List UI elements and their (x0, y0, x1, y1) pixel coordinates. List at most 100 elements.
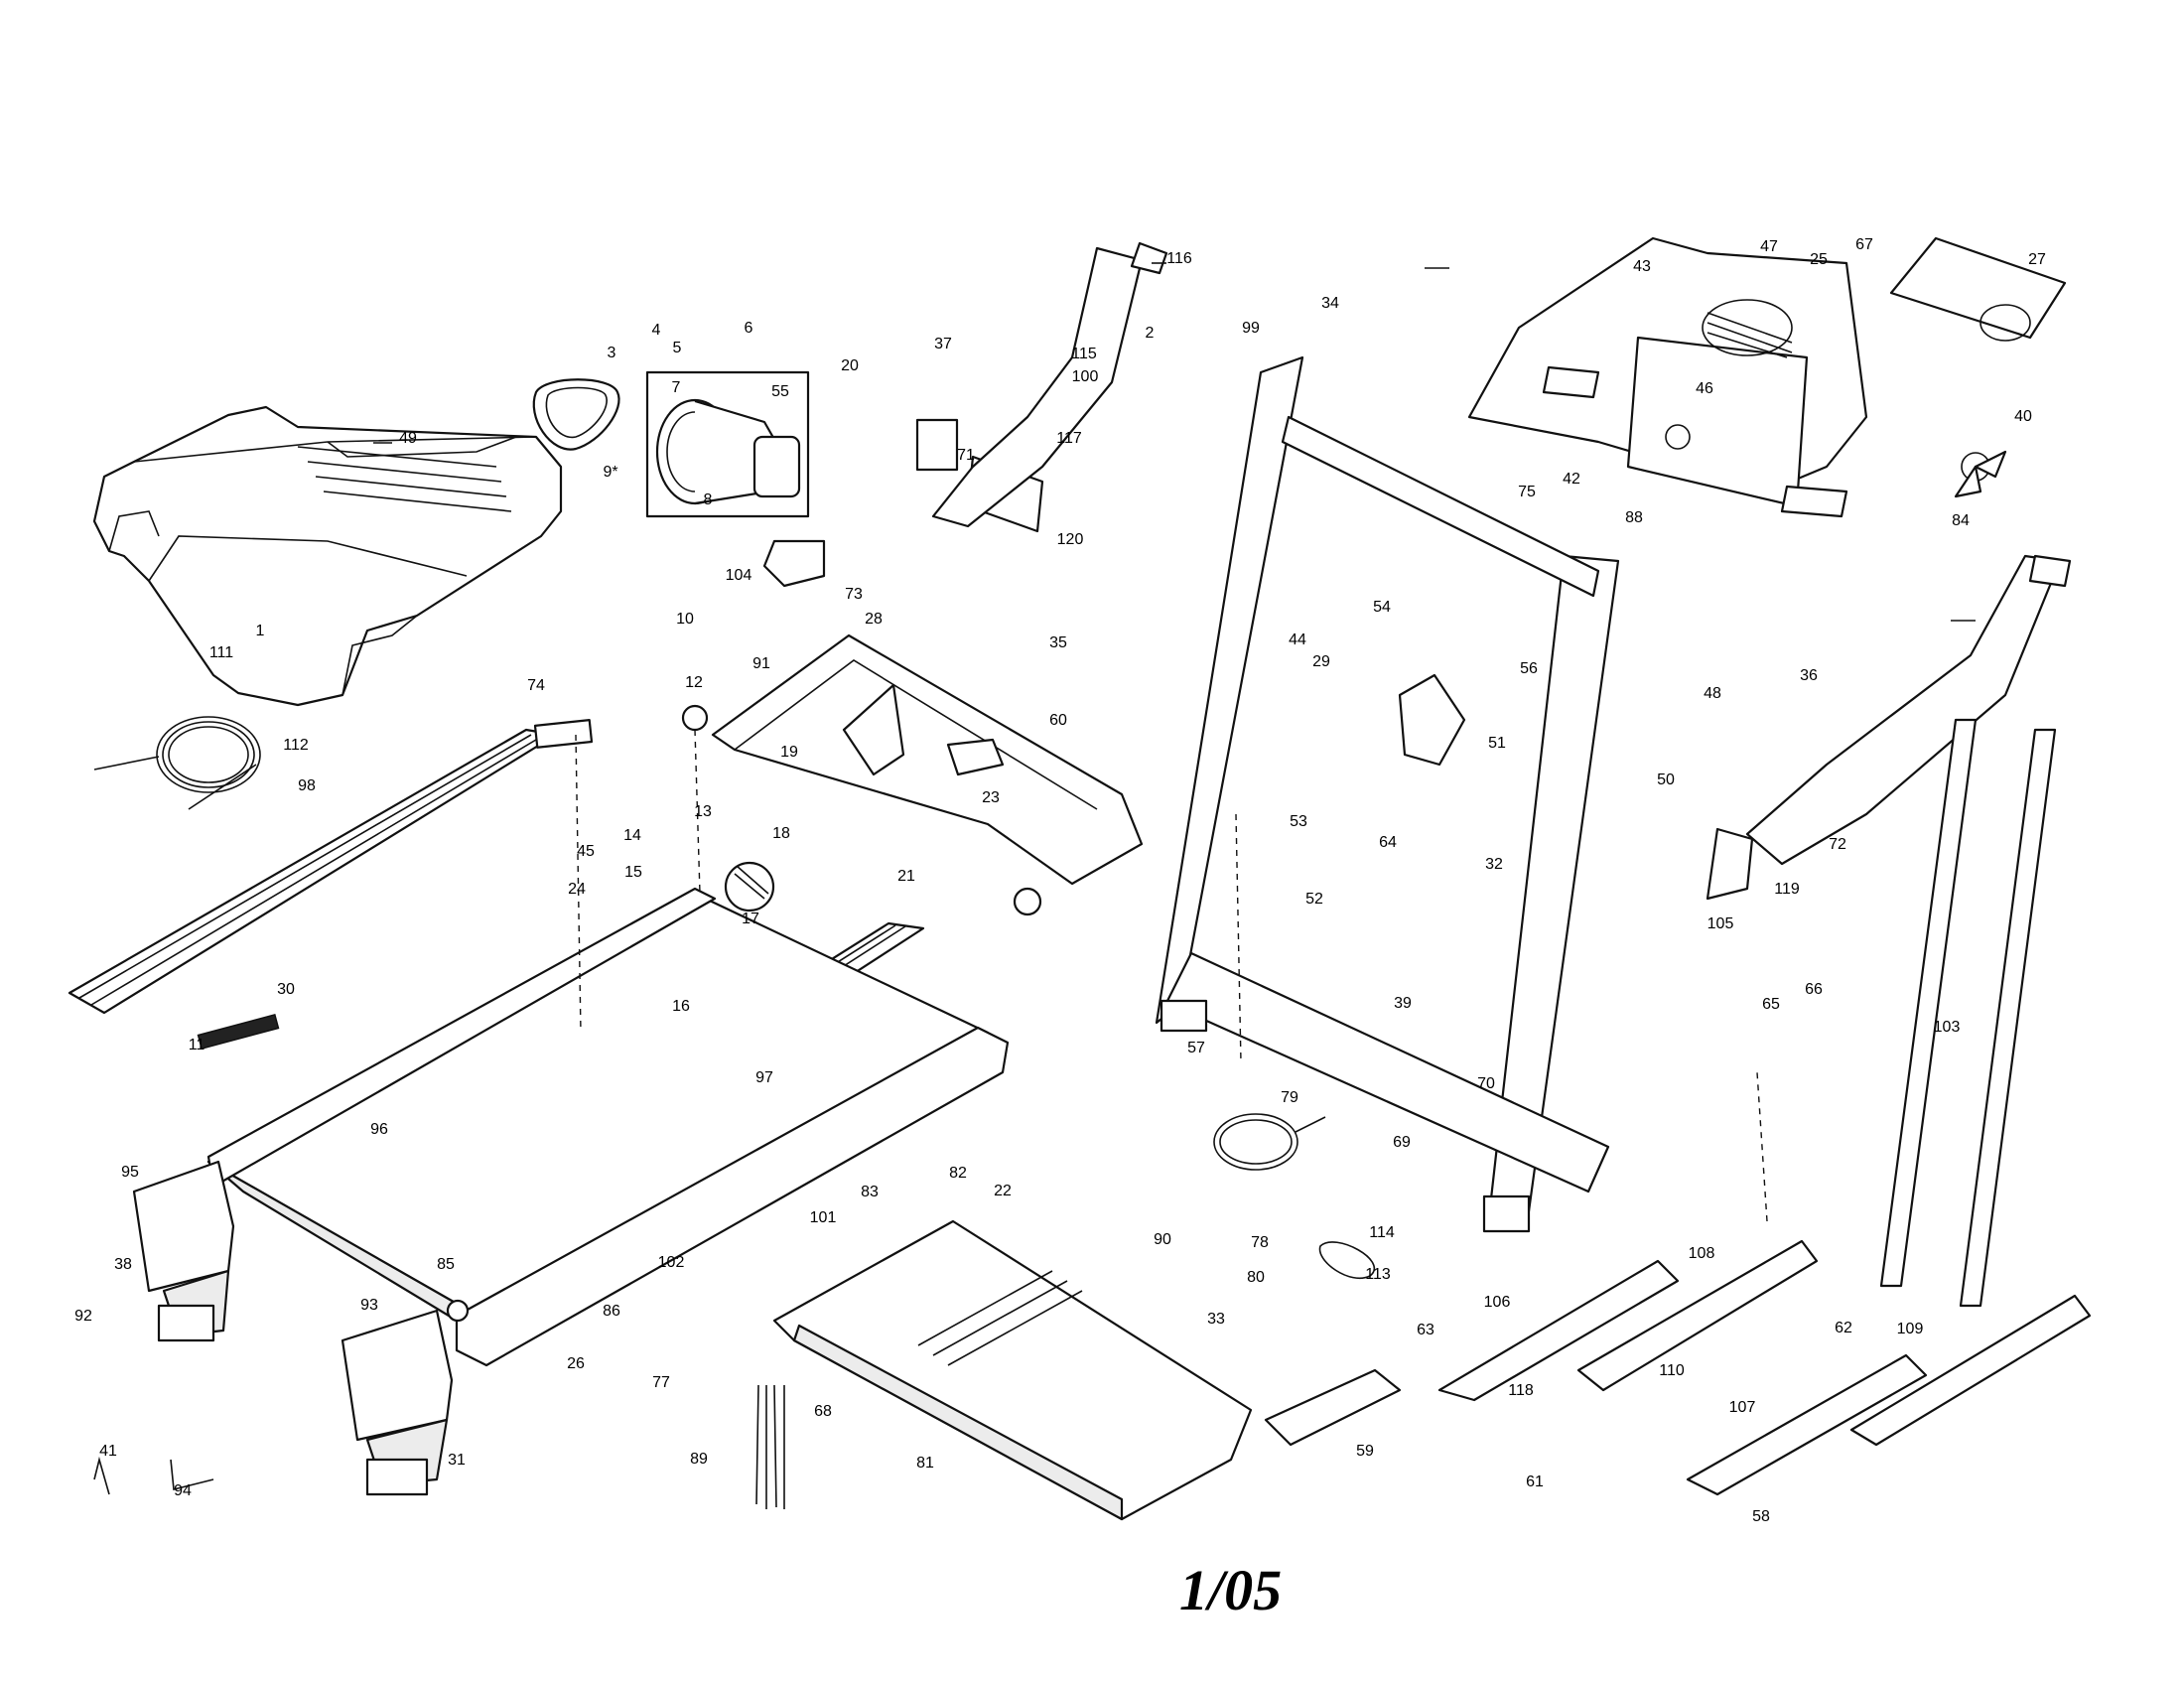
callout-40: 40 (2014, 408, 2032, 425)
pulley-12 (681, 704, 709, 732)
upright-103 (1879, 718, 2057, 1308)
callout-28: 28 (865, 611, 883, 628)
callout-64: 64 (1379, 834, 1397, 851)
callout-51: 51 (1488, 735, 1506, 752)
callout-109: 109 (1897, 1321, 1924, 1337)
transformer-73 (915, 418, 959, 472)
base-106 (1437, 1259, 1680, 1402)
callout-34: 34 (1321, 295, 1339, 312)
callout-65: 65 (1762, 996, 1780, 1013)
callout-79: 79 (1281, 1089, 1298, 1106)
callout-11: 11 (189, 1037, 205, 1053)
callout-108: 108 (1689, 1245, 1715, 1262)
callout-102: 102 (658, 1254, 685, 1271)
callout-3: 3 (608, 345, 616, 361)
upright-frame-69 (1155, 355, 1620, 1233)
callout-69: 69 (1393, 1134, 1411, 1151)
callout-67: 67 (1855, 236, 1873, 253)
callout-106: 106 (1484, 1294, 1511, 1311)
callout-95: 95 (121, 1164, 139, 1181)
callout-83: 83 (861, 1184, 879, 1200)
base-pan-81 (772, 1219, 1253, 1521)
callout-10: 10 (676, 611, 694, 628)
callout-88: 88 (1625, 509, 1643, 526)
callout-120: 120 (1057, 531, 1084, 548)
callout-15: 15 (624, 864, 642, 881)
callout-48: 48 (1704, 685, 1721, 702)
callout-92: 92 (74, 1308, 92, 1325)
callout-74: 74 (527, 677, 545, 694)
base-108 (1576, 1239, 1819, 1392)
callout-62: 62 (1835, 1320, 1852, 1336)
callout-119: 119 (1774, 881, 1800, 898)
callout-54: 54 (1373, 599, 1391, 616)
callout-114: 114 (1369, 1224, 1395, 1241)
callout-49: 49 (399, 430, 417, 447)
roller-17 (724, 861, 775, 912)
callout-91: 91 (752, 655, 770, 672)
callout-61: 61 (1526, 1474, 1544, 1490)
callout-21: 21 (897, 868, 915, 885)
incline-motor-51 (1398, 673, 1466, 767)
callout-118: 118 (1508, 1382, 1534, 1399)
callout-27: 27 (2028, 251, 2046, 268)
callout-103: 103 (1934, 1019, 1961, 1036)
callout-52: 52 (1305, 891, 1323, 908)
callout-72: 72 (1829, 836, 1846, 853)
callout-31: 31 (448, 1452, 466, 1469)
strip-11 (197, 1013, 280, 1051)
callout-105: 105 (1707, 915, 1734, 932)
wrench-94 (170, 1459, 214, 1491)
callout-101: 101 (810, 1209, 837, 1226)
callout-110: 110 (1659, 1362, 1685, 1379)
callout-45: 45 (577, 843, 595, 860)
callout-117: 117 (1056, 430, 1082, 447)
callout-46: 46 (1696, 380, 1713, 397)
callout-99: 99 (1242, 320, 1260, 337)
wire-113 (1318, 1241, 1375, 1279)
callout-1: 1 (256, 623, 265, 639)
callout-36: 36 (1800, 667, 1818, 684)
callout-26: 26 (567, 1355, 585, 1372)
callout-60: 60 (1049, 712, 1067, 729)
console-back-27 (1889, 236, 2067, 342)
callout-58: 58 (1752, 1508, 1770, 1525)
callout-29: 29 (1312, 653, 1330, 670)
callout-78: 78 (1251, 1234, 1269, 1251)
callout-113: 113 (1365, 1266, 1391, 1283)
upright-71 (931, 241, 1168, 528)
callout-96: 96 (370, 1121, 388, 1138)
callout-75: 75 (1518, 484, 1536, 500)
leader-lines (373, 262, 1976, 1222)
callout-55: 55 (771, 383, 789, 400)
callout-68: 68 (814, 1403, 832, 1420)
callout-35: 35 (1049, 634, 1067, 651)
wrench-41 (93, 1456, 110, 1495)
handrail-72 (1745, 554, 2072, 866)
callout-59: 59 (1356, 1443, 1374, 1460)
callout-2: 2 (1146, 325, 1155, 342)
page-code: 1/05 (1179, 1558, 1283, 1622)
drive-belt (532, 378, 620, 451)
callout-90: 90 (1154, 1231, 1171, 1248)
callout-44: 44 (1289, 632, 1306, 648)
callout-70: 70 (1477, 1075, 1495, 1092)
callout-66: 66 (1805, 981, 1823, 998)
callout-numbers: 123456789*101112131415161718192021222324… (74, 236, 2046, 1525)
callout-25: 25 (1810, 251, 1828, 268)
callout-89: 89 (690, 1451, 708, 1468)
callout-33: 33 (1207, 1311, 1225, 1328)
callout-71: 71 (957, 447, 975, 464)
motor-hood (92, 405, 563, 707)
rear-foot-93 (341, 1309, 454, 1486)
callout-9-star: 9* (603, 464, 617, 481)
callout-14: 14 (623, 827, 641, 844)
frame-60 (711, 633, 1144, 886)
callout-20: 20 (841, 357, 859, 374)
callout-56: 56 (1520, 660, 1538, 677)
callout-112: 112 (283, 737, 309, 754)
callout-13: 13 (694, 803, 712, 820)
rail-98 (68, 728, 558, 1015)
callout-17: 17 (742, 911, 759, 927)
